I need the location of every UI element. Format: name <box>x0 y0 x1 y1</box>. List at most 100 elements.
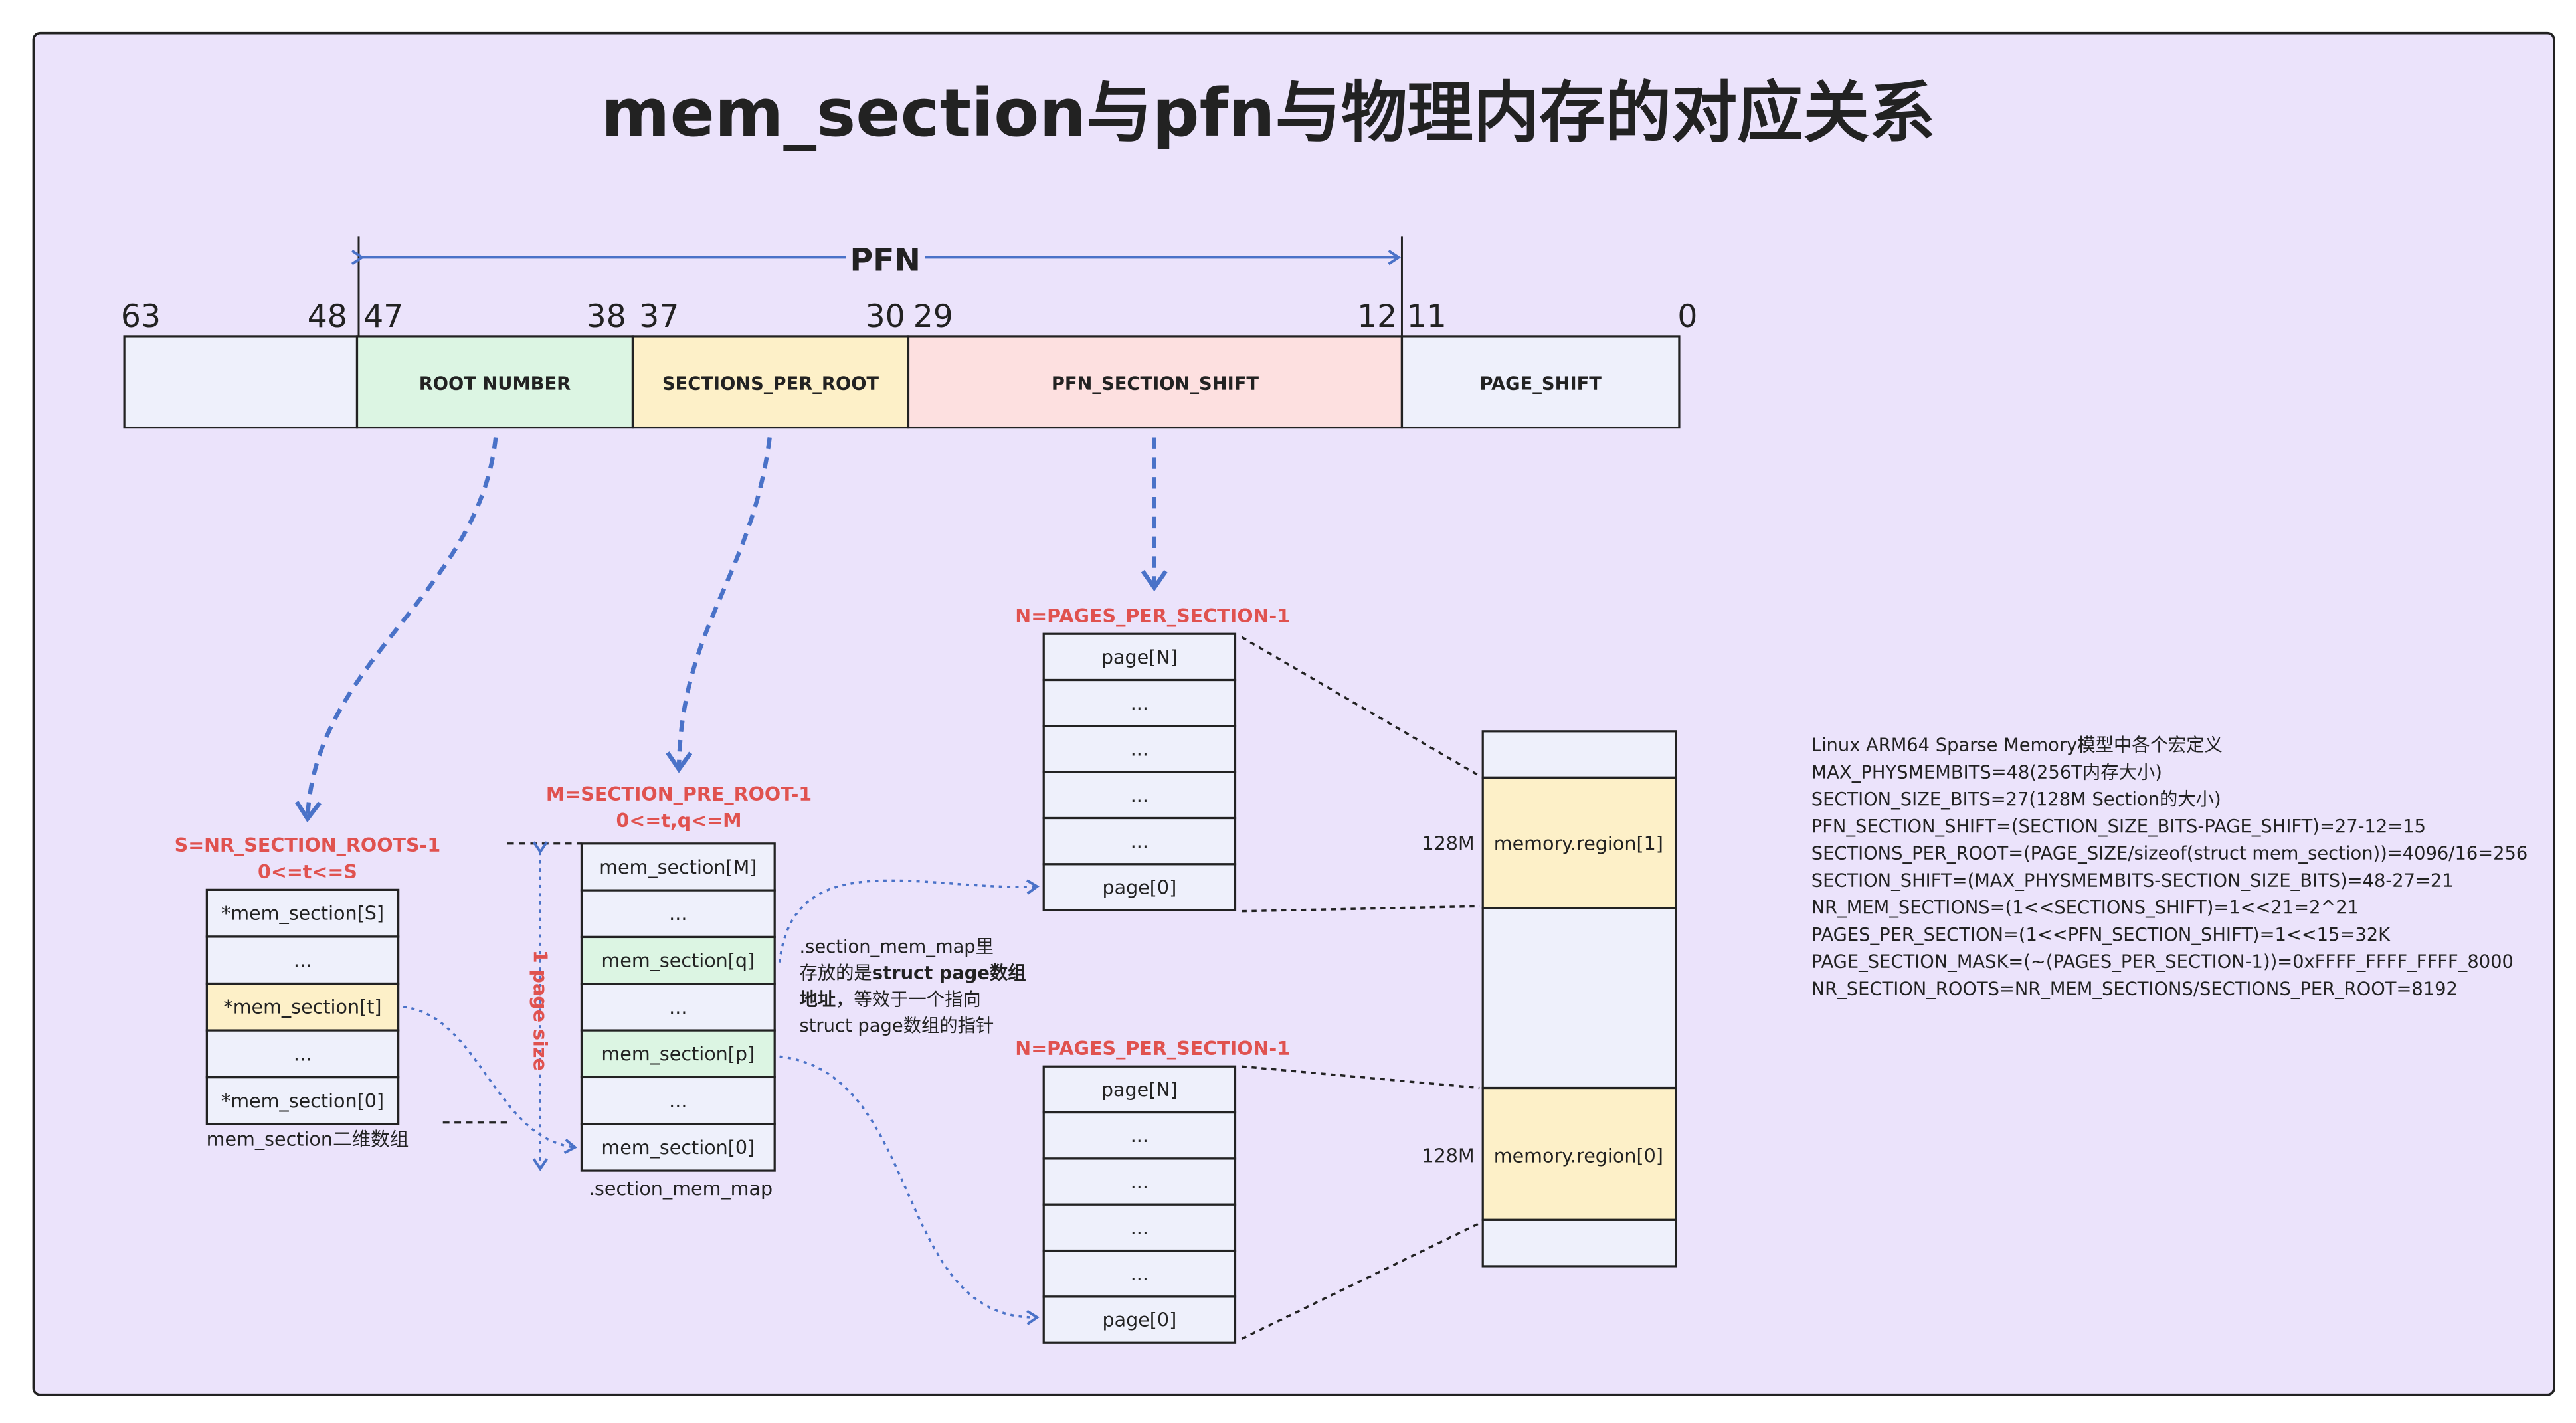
row-label: *mem_section[S] <box>221 902 384 925</box>
page-size-label: 1 page size <box>529 950 551 1071</box>
q-to-page-table-1 <box>778 879 1040 963</box>
row-label: mem_section[M] <box>599 856 757 878</box>
root-table-caption: mem_section二维数组 <box>207 1128 409 1151</box>
row-label: ... <box>1131 1124 1149 1147</box>
bit-label: 37 <box>639 298 679 335</box>
table-row <box>205 1076 400 1125</box>
row-label: page[0] <box>1102 1309 1176 1331</box>
bit-field <box>355 335 634 429</box>
bit-label: 47 <box>363 298 403 335</box>
section-table: M=SECTION_PRE_ROOT-1 0<=t,q<=M mem_section… <box>546 783 812 1200</box>
row-label: page[0] <box>1102 876 1176 898</box>
bit-label: 48 <box>308 298 347 335</box>
table-row <box>1042 1157 1237 1206</box>
table-row <box>580 842 776 892</box>
page-size-marker: 1 page size <box>442 841 582 1171</box>
t-to-section-map <box>403 1006 578 1155</box>
row-label: *mem_section[t] <box>223 996 381 1018</box>
bit-label: 29 <box>913 298 953 335</box>
row-label: ... <box>294 1042 312 1065</box>
svg-text:128M: 128M <box>1422 1144 1474 1167</box>
pfn-range: PFN <box>351 236 1403 337</box>
memory-region-1 <box>1481 776 1677 909</box>
svg-text:地址，等效于一个指向: 地址，等效于一个指向 <box>799 989 980 1010</box>
row-label: ... <box>1131 737 1149 760</box>
frame <box>32 31 2555 1396</box>
row-label: ... <box>669 902 687 925</box>
bit-label: 63 <box>121 298 161 335</box>
row-label: *mem_section[0] <box>221 1090 384 1112</box>
row-label: ... <box>669 996 687 1018</box>
row-label: ... <box>1131 1262 1149 1285</box>
svg-text:memory.region[0]: memory.region[0] <box>1494 1144 1663 1167</box>
table-row <box>1042 1295 1237 1344</box>
macro-line: SECTIONS_PER_ROOT=(PAGE_SIZE/sizeof(stru… <box>1811 844 2528 864</box>
table-row <box>1042 816 1237 866</box>
bit-label: 30 <box>866 298 905 335</box>
physical-memory: memory.region[1] memory.region[0] 128M 1… <box>1422 730 1677 1268</box>
table-row <box>1042 1111 1237 1160</box>
macro-line: SECTION_SIZE_BITS=27(128M Section的大小) <box>1811 789 2221 810</box>
row-label: mem_section[p] <box>601 1042 755 1065</box>
bit-label: 38 <box>587 298 626 335</box>
section-table-range: 0<=t,q<=M <box>616 809 742 832</box>
section-mem-map-note: .section_mem_map里 存放的是struct page数组 地址，等… <box>799 937 1026 1036</box>
svg-text:128M: 128M <box>1422 832 1474 855</box>
pfn-label: PFN <box>850 242 921 279</box>
page-title: mem_section与pfn与物理内存的对应关系 <box>601 75 1935 151</box>
root-table-range: 0<=t<=S <box>258 860 357 883</box>
bit-field-label: ROOT NUMBER <box>419 373 571 394</box>
svg-text:存放的是struct page数组: 存放的是struct page数组 <box>799 963 1026 984</box>
table-row <box>205 982 400 1032</box>
memory-region-0 <box>1481 1086 1677 1221</box>
macro-line: PAGES_PER_SECTION=(1<<PFN_SECTION_SHIFT)… <box>1811 925 2391 945</box>
table-row <box>580 1123 776 1172</box>
bit-field <box>907 335 1404 429</box>
page-table-label: N=PAGES_PER_SECTION-1 <box>1015 1037 1290 1060</box>
bit-field-label: PAGE_SHIFT <box>1479 373 1602 394</box>
row-label: ... <box>294 949 312 971</box>
row-label: page[N] <box>1101 1078 1178 1101</box>
row-label: ... <box>669 1090 687 1112</box>
bit-field <box>1400 335 1681 429</box>
table-row <box>1042 863 1237 911</box>
row-label: page[N] <box>1101 646 1178 668</box>
row-label: ... <box>1131 1171 1149 1193</box>
macro-line: NR_MEM_SECTIONS=(1<<SECTIONS_SHIFT)=1<<2… <box>1811 898 2359 918</box>
macro-line: SECTION_SHIFT=(MAX_PHYSMEMBITS-SECTION_S… <box>1811 870 2454 891</box>
table-row <box>205 935 400 985</box>
field-arrows <box>308 437 1154 819</box>
p-to-page-table-0 <box>779 1055 1040 1325</box>
page-tables: N=PAGES_PER_SECTION-1 page[N]............… <box>1015 605 1290 1344</box>
bit-label: 0 <box>1677 298 1697 335</box>
row-label: mem_section[0] <box>601 1136 755 1159</box>
table-row <box>1042 771 1237 820</box>
root-table-label: S=NR_SECTION_ROOTS-1 <box>175 834 441 856</box>
macro-line: PAGE_SECTION_MASK=(~(PAGES_PER_SECTION-1… <box>1811 952 2514 973</box>
bit-label: 12 <box>1357 298 1397 335</box>
table-row <box>580 983 776 1032</box>
macro-definitions: Linux ARM64 Sparse Memory模型中各个宏定义 MAX_PHY… <box>1811 735 2528 1000</box>
macro-line: NR_SECTION_ROOTS=NR_MEM_SECTIONS/SECTION… <box>1811 979 2458 999</box>
root-number-arrow <box>308 437 498 819</box>
svg-text:.section_mem_map里: .section_mem_map里 <box>799 937 994 957</box>
bit-label: 11 <box>1407 298 1447 335</box>
table-row <box>205 888 400 938</box>
mapping-lines <box>1241 636 1481 1340</box>
section-table-label: M=SECTION_PRE_ROOT-1 <box>546 783 812 805</box>
macro-line: PFN_SECTION_SHIFT=(SECTION_SIZE_BITS-PAG… <box>1811 816 2426 837</box>
bit-field-label: PFN_SECTION_SHIFT <box>1052 373 1259 394</box>
row-label: ... <box>1131 784 1149 806</box>
bit-field <box>123 335 359 429</box>
macro-line: MAX_PHYSMEMBITS=48(256T内存大小) <box>1811 762 2162 783</box>
row-label: ... <box>1131 692 1149 714</box>
macro-line: Linux ARM64 Sparse Memory模型中各个宏定义 <box>1811 735 2223 756</box>
root-table: S=NR_SECTION_ROOTS-1 0<=t<=S *mem_section[… <box>175 834 441 1150</box>
pointer-curves <box>403 879 1040 1325</box>
svg-text:struct page数组的指针: struct page数组的指针 <box>799 1016 994 1036</box>
page-table-label: N=PAGES_PER_SECTION-1 <box>1015 605 1290 627</box>
table-row <box>580 935 776 985</box>
section-table-caption: .section_mem_map <box>589 1177 773 1200</box>
